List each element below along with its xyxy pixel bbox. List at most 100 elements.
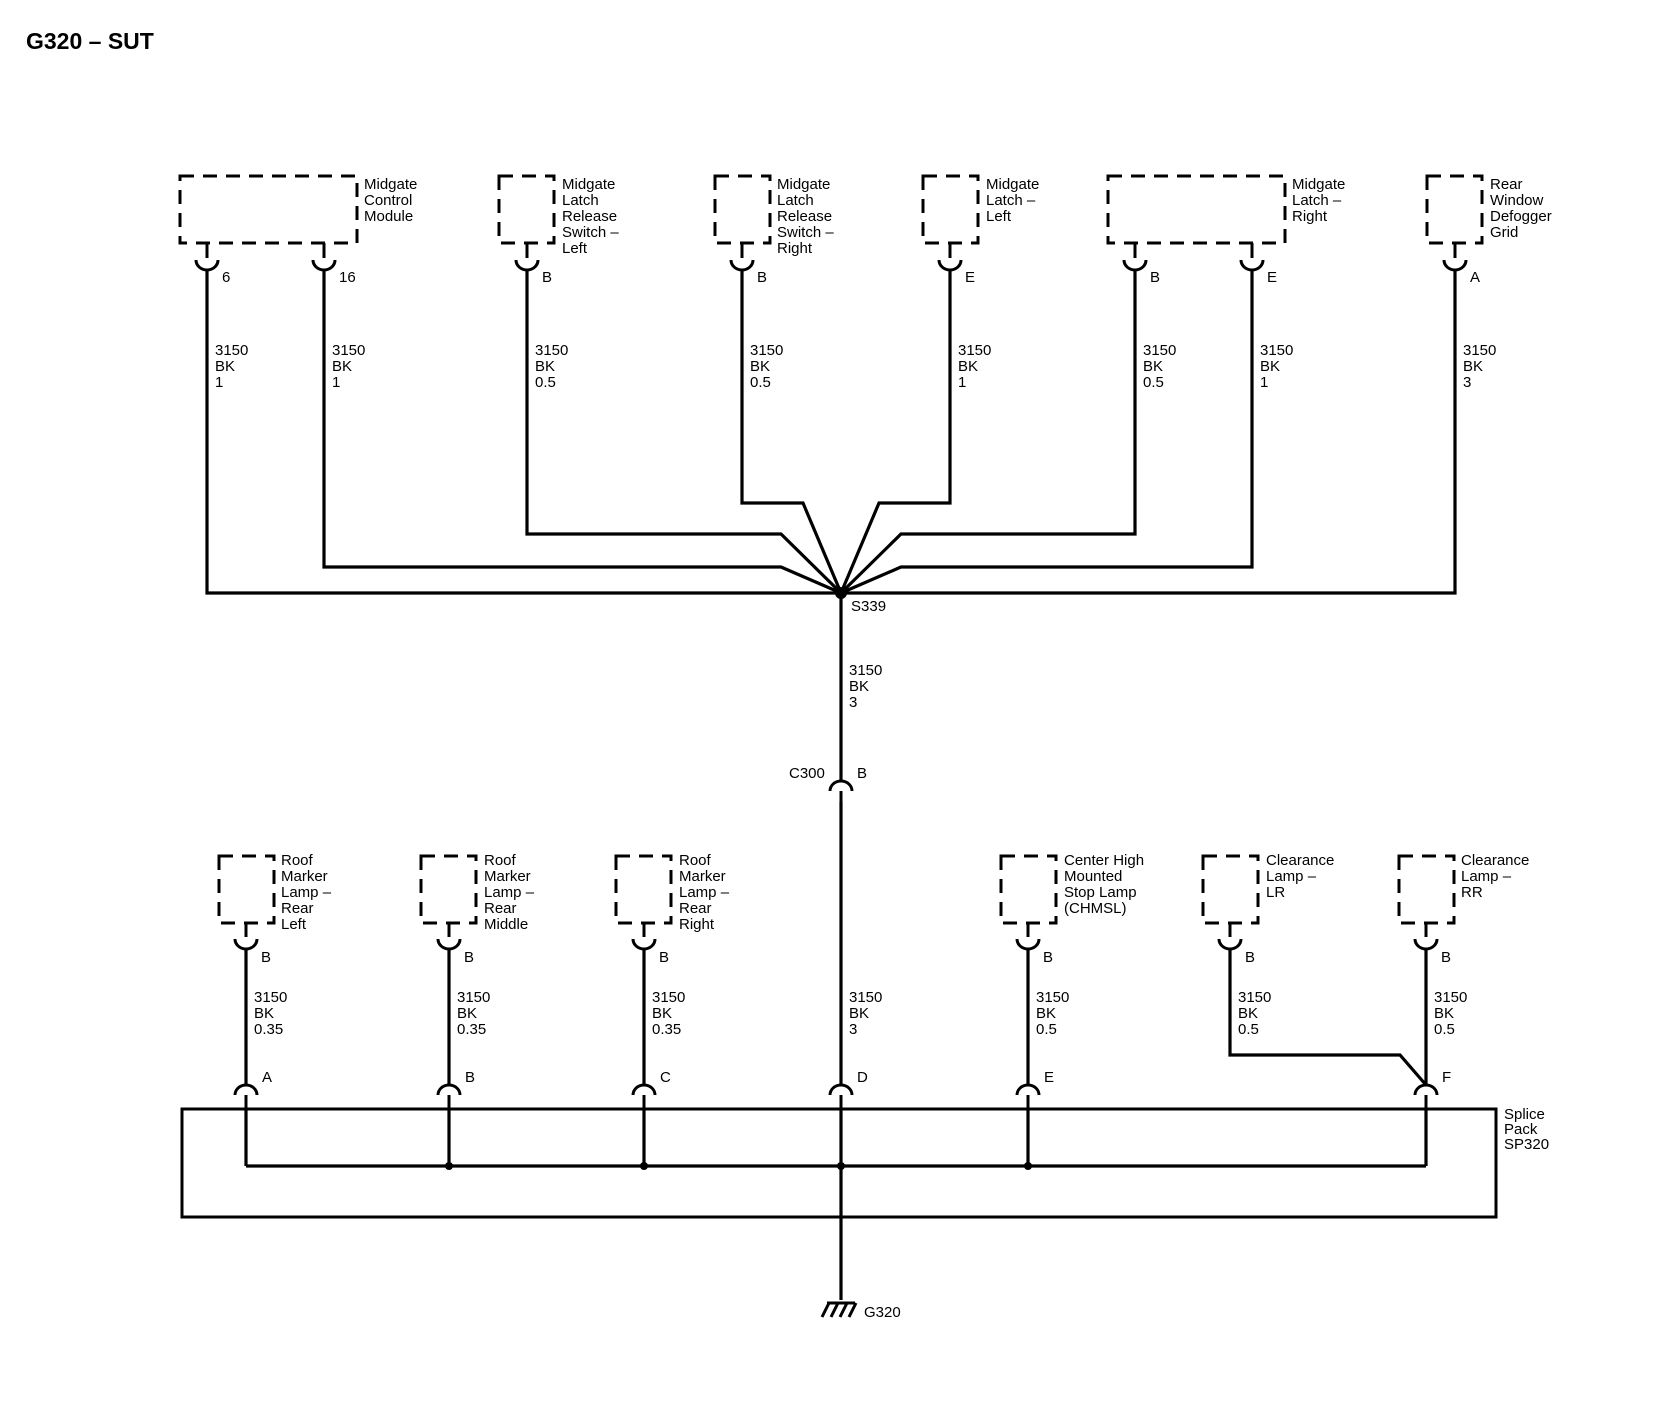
midgate-latch-release-switch-left-box	[497, 174, 556, 245]
wire-ml-right-b	[839, 270, 1137, 595]
pin-label: 6	[222, 269, 230, 286]
clearance-lamp-lr-box	[1201, 854, 1260, 925]
roof-marker-lamp-rear-middle-box	[419, 854, 478, 925]
pin-label: B	[465, 1069, 475, 1086]
roof-marker-lamp-rear-middle-label: Roof Marker Lamp – Rear Middle	[484, 852, 538, 933]
c300-label: C300	[789, 765, 825, 782]
wire-mlrs-left	[525, 270, 843, 595]
midgate-control-module-box	[178, 174, 359, 245]
pin-label: B	[261, 949, 271, 966]
connector-cup	[436, 1083, 462, 1110]
chmsl-box	[999, 854, 1058, 925]
splice-pack-label: Splice Pack SP320	[1504, 1106, 1549, 1153]
connector-cup	[311, 243, 337, 272]
connector-cup	[1413, 1083, 1439, 1110]
ground-label: G320	[864, 1304, 901, 1321]
pin-label: A	[262, 1069, 272, 1086]
roof-marker-lamp-rear-left-label: Roof Marker Lamp – Rear Left	[281, 852, 335, 933]
wire-clearance-lr	[1228, 949, 1428, 1087]
pin-label: E	[965, 269, 975, 286]
connector-cup	[937, 243, 963, 272]
clearance-lamp-lr-label: Clearance Lamp – LR	[1266, 852, 1339, 901]
pin-label: E	[1044, 1069, 1054, 1086]
rear-window-defogger-grid-label: Rear Window Defogger Grid	[1490, 176, 1556, 241]
connector-cup	[1239, 243, 1265, 272]
pin-label: A	[1470, 269, 1480, 286]
connector-cup	[1413, 923, 1439, 951]
clearance-lamp-rr-label: Clearance Lamp – RR	[1461, 852, 1534, 901]
connector-cup	[436, 923, 462, 951]
wire-ml-left	[839, 270, 952, 594]
wire-mcm-pin6	[205, 270, 841, 595]
c300-connector	[828, 779, 854, 802]
wire-mlrs-right	[740, 270, 843, 594]
connector-cup	[1122, 243, 1148, 272]
connector-cup	[233, 923, 259, 951]
pin-label: B	[757, 269, 767, 286]
midgate-latch-left-label: Midgate Latch – Left	[986, 176, 1044, 225]
pin-label: B	[1245, 949, 1255, 966]
connector-cup	[1442, 243, 1468, 272]
top-wire-harness	[205, 270, 1457, 595]
connector-cup	[194, 243, 220, 272]
connector-cup	[514, 243, 540, 272]
pin-label: B	[542, 269, 552, 286]
connector-cup	[729, 243, 755, 272]
connector-cup	[233, 1083, 259, 1110]
roof-marker-lamp-rear-right-box	[614, 854, 673, 925]
ground-symbol-icon	[820, 1301, 858, 1318]
connector-cup	[1217, 923, 1243, 951]
midgate-latch-right-box	[1106, 174, 1287, 245]
wire-ml-right-e	[840, 270, 1254, 595]
splice-pack-connector-cups	[233, 1083, 1439, 1110]
connector-cup	[631, 923, 657, 951]
connector-cup	[1015, 1083, 1041, 1110]
pin-label: 16	[339, 269, 356, 286]
midgate-latch-release-switch-right-box	[713, 174, 772, 245]
midgate-latch-release-switch-left-label: Midgate Latch Release Switch – Left	[562, 176, 623, 257]
splice-pack-sp320-box	[180, 1107, 1498, 1219]
c300-pin-label: B	[857, 765, 867, 782]
splice-pack-bus	[244, 1110, 1428, 1300]
pin-label: B	[1150, 269, 1160, 286]
wire-mcm-pin16	[322, 270, 842, 595]
roof-marker-lamp-rear-left-box	[217, 854, 276, 925]
pin-label: E	[1267, 269, 1277, 286]
connector-cup	[1015, 923, 1041, 951]
pin-label: D	[857, 1069, 868, 1086]
midgate-control-module-label: Midgate Control Module	[364, 176, 422, 225]
wire-rwdg	[841, 270, 1457, 595]
pin-label: B	[1043, 949, 1053, 966]
bottom-connector-cups	[233, 923, 1439, 951]
chmsl-label: Center High Mounted Stop Lamp (CHMSL)	[1064, 852, 1148, 917]
bottom-wire-harness	[244, 802, 1428, 1087]
midgate-latch-release-switch-right-label: Midgate Latch Release Switch – Right	[777, 176, 838, 257]
pin-label: B	[1441, 949, 1451, 966]
connector-cup	[631, 1083, 657, 1110]
connector-cup	[828, 1083, 854, 1110]
pin-label: B	[464, 949, 474, 966]
rear-window-defogger-grid-box	[1425, 174, 1484, 245]
midgate-latch-right-label: Midgate Latch – Right	[1292, 176, 1350, 225]
clearance-lamp-rr-box	[1397, 854, 1456, 925]
diagram-title: G320 – SUT	[26, 28, 154, 54]
midgate-latch-left-box	[921, 174, 980, 245]
roof-marker-lamp-rear-right-label: Roof Marker Lamp – Rear Right	[679, 852, 733, 933]
